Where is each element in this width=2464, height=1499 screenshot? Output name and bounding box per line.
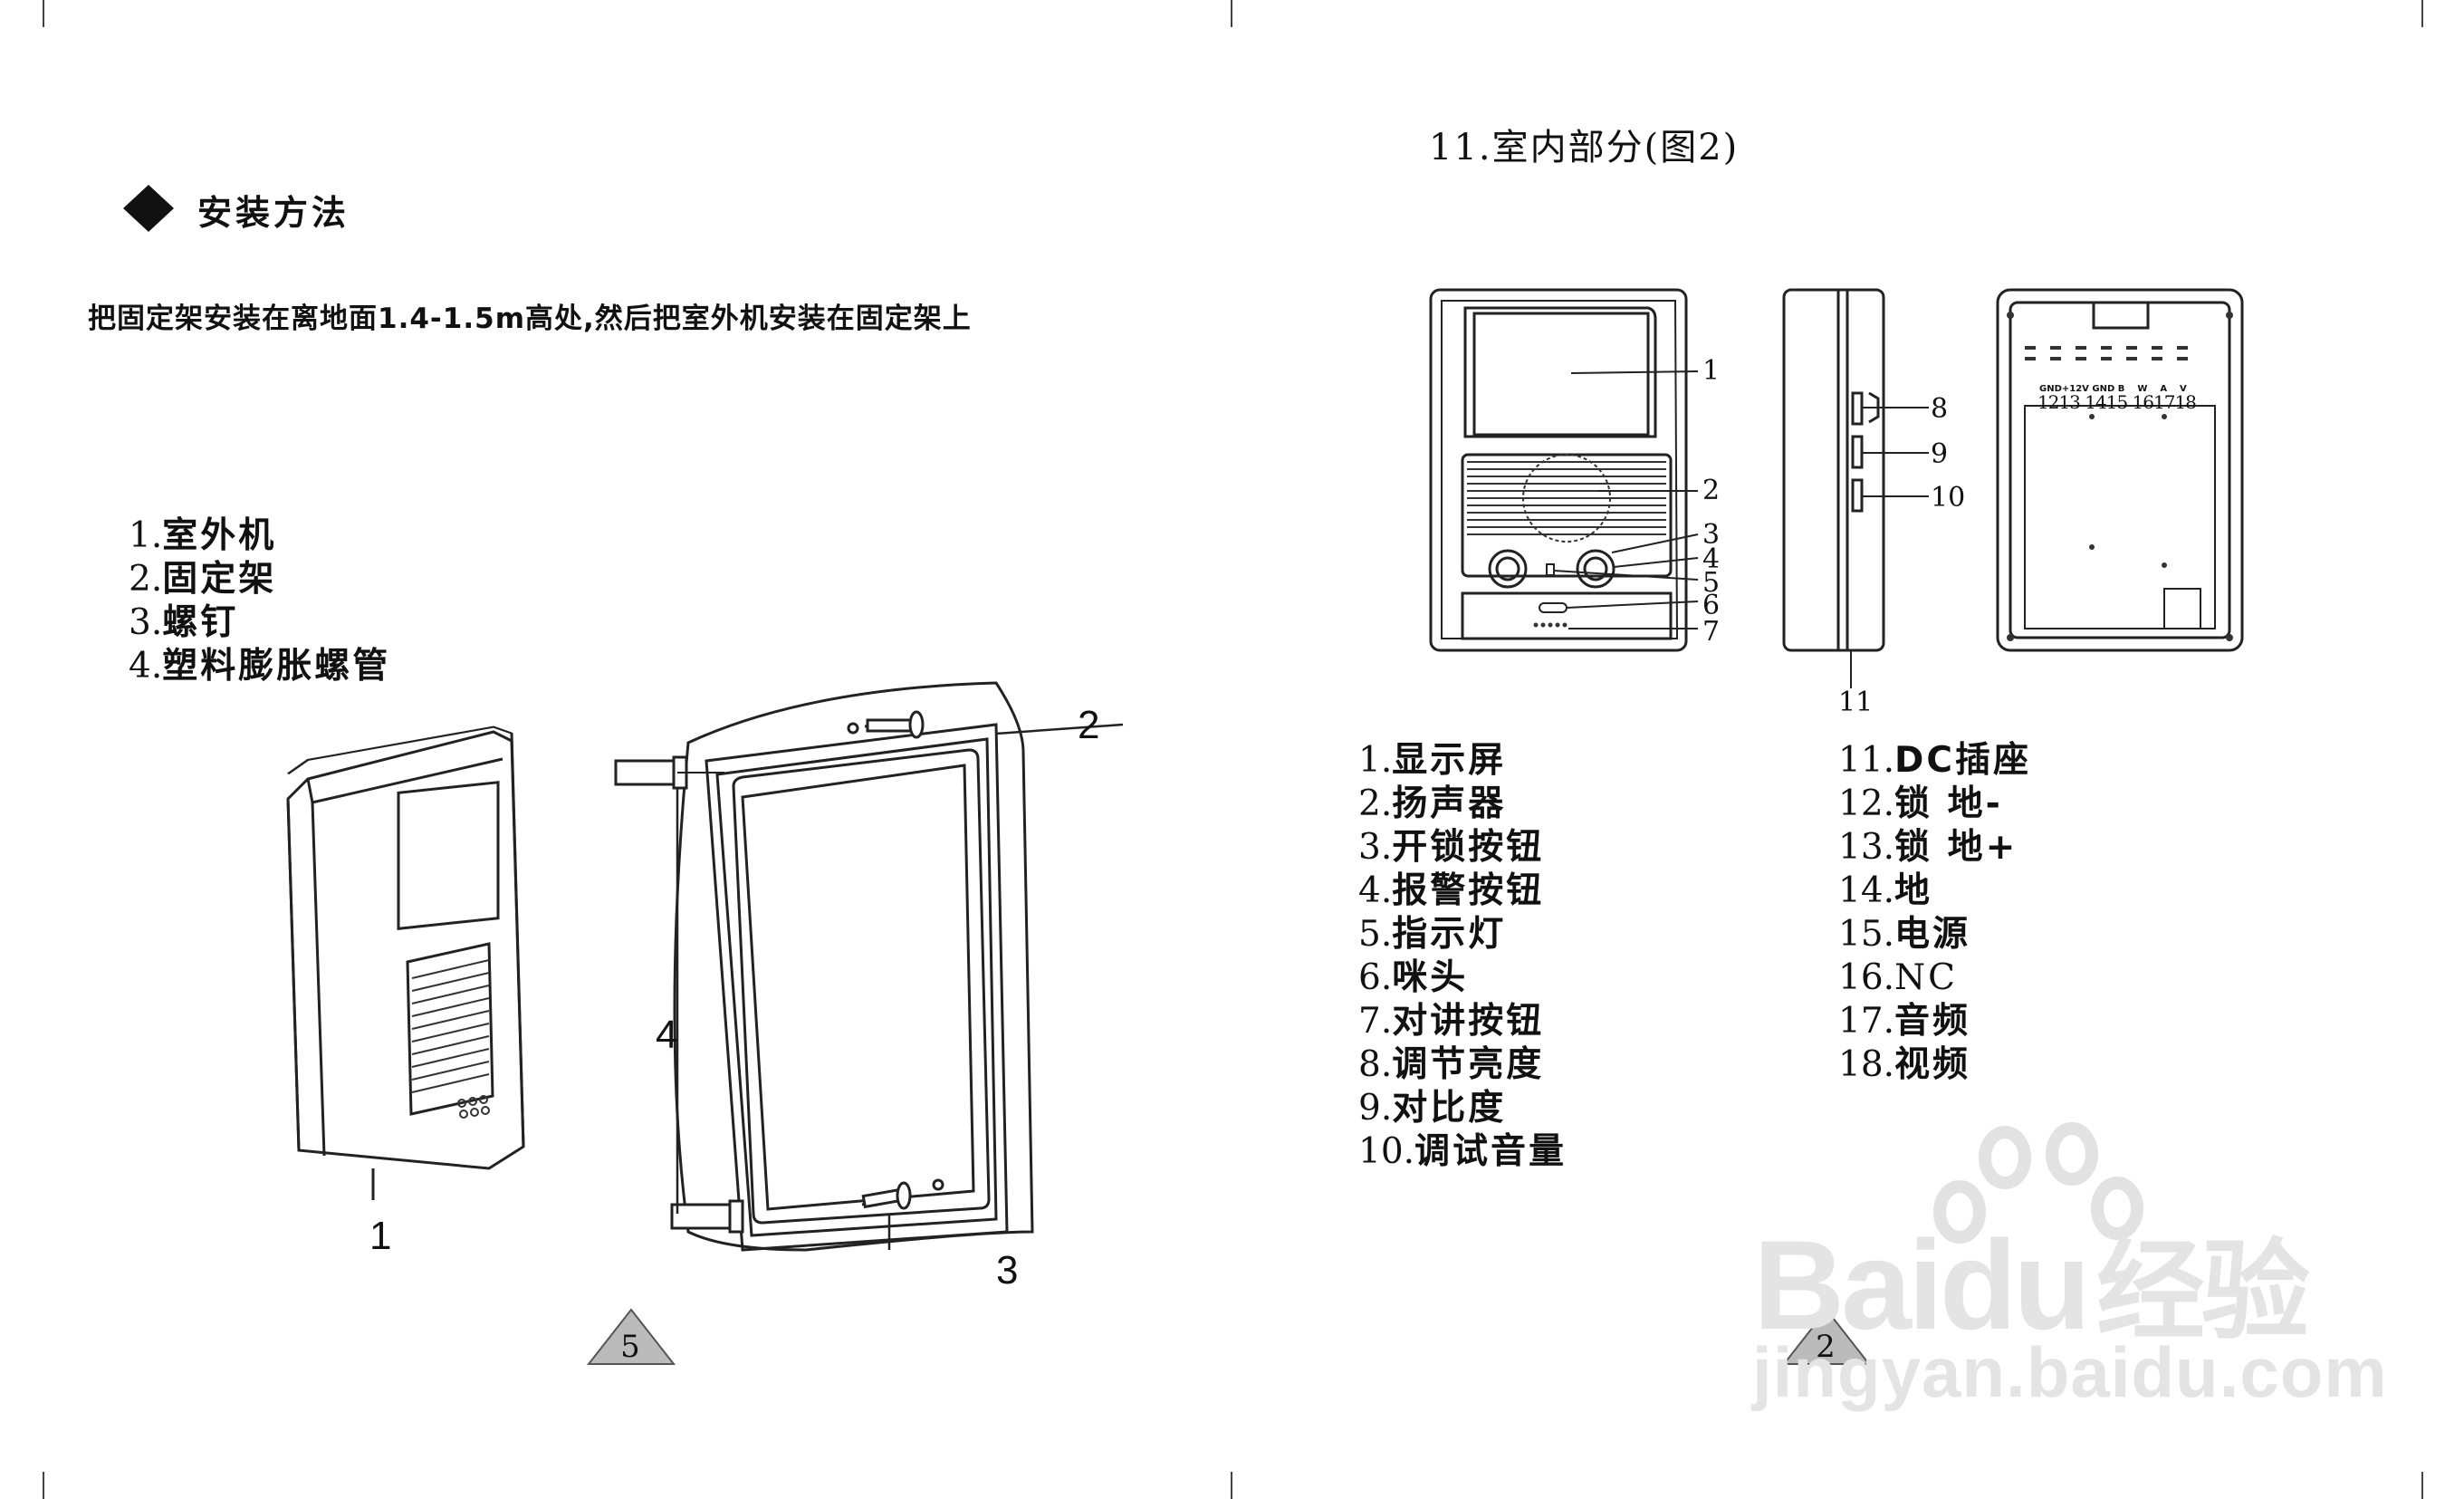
page-number: 2 (1816, 1329, 1836, 1365)
callout-front-1: 1 (1702, 355, 1721, 387)
components-list-right: 11.DC插座 12.锁 地- 13.锁 地+ 14.地 15.电源 16.NC… (1838, 739, 2031, 1087)
list-item: 7.对讲按钮 (1358, 1001, 1545, 1042)
list-item: 16.NC (1838, 957, 1958, 998)
intro-text: 把固定架安装在离地面1.4-1.5m高处,然后把室外机安装在固定架上 (88, 303, 972, 335)
callout-2: 2 (1078, 703, 1100, 747)
list-item: 13.锁 地+ (1838, 827, 2018, 868)
list-item: 1.显示屏 (1358, 740, 1507, 781)
baidu-paw-logo (1933, 1122, 2143, 1244)
callout-4: 4 (656, 1013, 678, 1057)
page-marker-icon (1781, 1308, 1872, 1365)
list-item: 5.指示灯 (1358, 914, 1507, 955)
diamond-bullet-icon (123, 185, 174, 232)
callout-3: 3 (996, 1248, 1019, 1292)
list-item: 1.室外机 (129, 515, 277, 556)
page-marker-icon (586, 1308, 676, 1365)
indoor-back-view (1996, 288, 2244, 652)
callout-front-5: 5 (1702, 567, 1721, 599)
list-item: 10.调试音量 (1358, 1131, 1568, 1172)
list-item: 8.调节亮度 (1358, 1044, 1545, 1085)
callout-side-8: 8 (1931, 393, 1949, 425)
watermark-brand: Baidu经验 (1753, 1214, 2310, 1356)
callout-front-7: 7 (1702, 616, 1721, 648)
callout-front-6: 6 (1702, 590, 1721, 621)
callout-1: 1 (369, 1214, 392, 1258)
callout-side-11: 11 (1838, 687, 1874, 718)
callout-front-2: 2 (1702, 475, 1721, 506)
list-item: 4.塑料膨胀螺管 (129, 646, 391, 687)
callout-front-4: 4 (1702, 543, 1721, 575)
list-item: 2.固定架 (129, 559, 277, 600)
callout-front-3: 3 (1702, 519, 1721, 551)
callout-side-9: 9 (1931, 438, 1949, 470)
terminal-labels: GND+12V GND B W A V (2039, 384, 2187, 394)
parts-list: 1.室外机 2.固定架 3.螺钉 4.塑料膨胀螺管 (129, 514, 390, 688)
indoor-front-view (1429, 288, 1699, 652)
list-item: 15.电源 (1838, 914, 1971, 955)
page-number: 5 (620, 1329, 640, 1365)
list-item: 9.对比度 (1358, 1088, 1507, 1129)
section-title: 安装方法 (197, 193, 350, 233)
list-item: 3.开锁按钮 (1358, 827, 1545, 868)
terminal-numbers: 1213 1415 161718 (2037, 391, 2197, 413)
mounting-bracket-illustration (614, 681, 1124, 1252)
list-item: 17.音频 (1838, 1001, 1971, 1042)
components-list-left: 1.显示屏 2.扬声器 3.开锁按钮 4.报警按钮 5.指示灯 6.咪头 7.对… (1358, 739, 1567, 1174)
watermark-url: jingyan.baidu.com (1752, 1332, 2388, 1412)
list-item: 14.地 (1838, 870, 1933, 911)
page-title: 11.室内部分(图2) (1429, 127, 1740, 168)
list-item: 11.DC插座 (1838, 740, 2032, 781)
list-item: 18.视频 (1838, 1044, 1971, 1085)
indoor-side-view (1782, 288, 1929, 688)
callout-side-10: 10 (1931, 482, 1966, 514)
outdoor-unit-illustration (286, 725, 525, 1200)
list-item: 6.咪头 (1358, 957, 1469, 998)
list-item: 3.螺钉 (129, 602, 239, 643)
list-item: 2.扬声器 (1358, 783, 1507, 824)
list-item: 12.锁 地- (1838, 783, 2003, 824)
list-item: 4.报警按钮 (1358, 870, 1545, 911)
